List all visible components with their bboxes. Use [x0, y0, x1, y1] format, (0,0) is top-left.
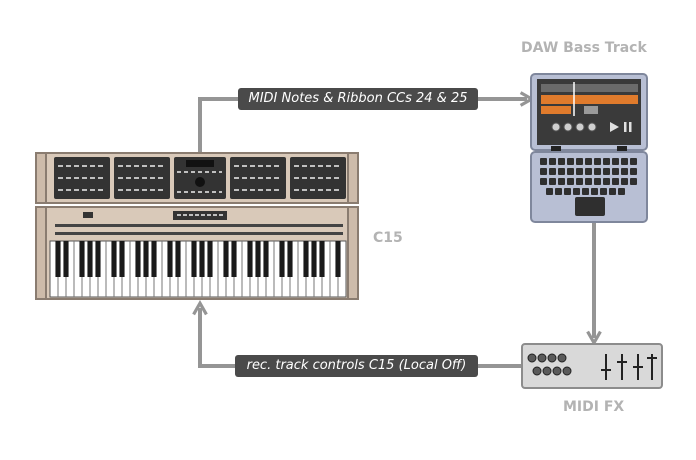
laptop-icon	[530, 73, 648, 223]
midi-fx-label: MIDI FX	[563, 399, 625, 415]
midi-fx-box-icon	[521, 343, 663, 389]
synth-keyboard-icon	[35, 152, 359, 300]
top-connection-label: MIDI Notes & Ribbon CCs 24 & 25	[238, 88, 478, 110]
daw-title: DAW Bass Track	[521, 40, 647, 56]
c15-label: C15	[373, 230, 403, 246]
bottom-connection-label: rec. track controls C15 (Local Off)	[235, 355, 478, 377]
